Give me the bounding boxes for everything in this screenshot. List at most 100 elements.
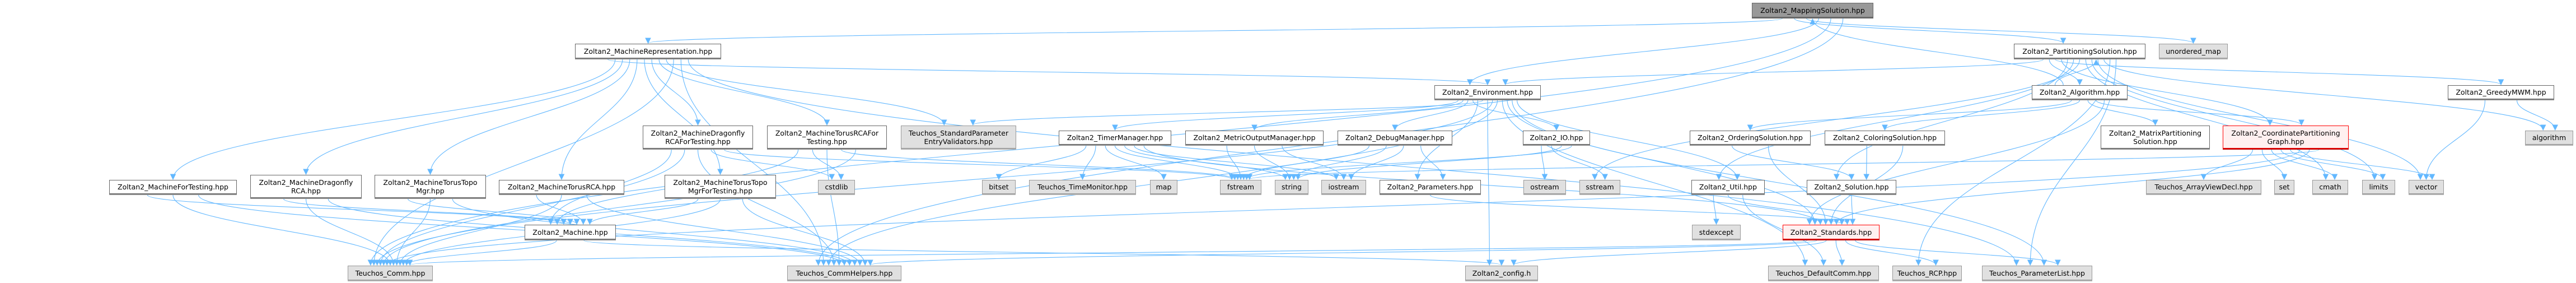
node-zoltan2-machinerepresentation[interactable]: Zoltan2_MachineRepresentation.hpp	[575, 44, 721, 58]
arrowhead-icon	[825, 259, 832, 266]
edge-coordgraph-to-fstream	[1249, 149, 2320, 180]
arrowhead-icon	[2060, 38, 2067, 44]
arrowhead-icon	[838, 174, 844, 180]
arrowhead-icon	[846, 259, 853, 266]
edge-tmgr-to-tcomm	[396, 198, 431, 266]
node-zoltan2-coordinatepartitioninggraph[interactable]: Zoltan2_CoordinatePartitioning Graph.hpp	[2223, 126, 2349, 149]
arrowhead-icon	[1294, 174, 1301, 180]
node-zoltan2-machinetorustopomgr[interactable]: Zoltan2_MachineTorusTopo Mgr.hpp	[375, 175, 486, 198]
edge-greedy-to-algorithm	[2516, 100, 2556, 131]
arrowhead-icon	[1848, 174, 1855, 180]
node-map[interactable]: map	[1150, 180, 1177, 194]
edge-algo-to-colsol	[1884, 100, 2081, 131]
edge-machrep-to-dfrcaft	[651, 59, 699, 126]
node-zoltan2-machinetorusrca[interactable]: Zoltan2_MachineTorusRCA.hpp	[499, 180, 624, 194]
node-teuchos-comm[interactable]: Teuchos_Comm.hpp	[348, 266, 433, 280]
arrowhead-icon	[1079, 174, 1086, 180]
edge-timer-to-standards	[1143, 145, 1821, 225]
node-string[interactable]: string	[1275, 180, 1308, 194]
node-zoltan2-machinefortesting[interactable]: Zoltan2_MachineForTesting.hpp	[109, 180, 237, 194]
arrowhead-icon	[1844, 219, 1850, 225]
edge-env-to-debug	[1394, 100, 1469, 131]
arrowhead-icon	[2027, 259, 2033, 266]
node-zoltan2-solution[interactable]: Zoltan2_Solution.hpp	[1807, 180, 1896, 194]
node-iostream[interactable]: iostream	[1321, 180, 1366, 194]
node-zoltan2-standards[interactable]: Zoltan2_Standards.hpp	[1783, 225, 1880, 239]
node-cstdlib[interactable]: cstdlib	[818, 180, 855, 194]
node-teuchos-parameterlist[interactable]: Teuchos_ParameterList.hpp	[1982, 266, 2092, 280]
arrowhead-icon	[1839, 259, 1845, 266]
edge-machrep-to-dfrca	[305, 59, 623, 175]
edge-timer-to-fstream	[1114, 145, 1238, 180]
arrowhead-icon	[1246, 174, 1253, 180]
node-zoltan2-config[interactable]: Zoltan2_config.h	[1465, 266, 1538, 280]
node-vector[interactable]: vector	[2409, 180, 2444, 194]
edge-machrep-to-stdparam	[666, 59, 945, 126]
node-algorithm[interactable]: algorithm	[2525, 131, 2573, 145]
node-zoltan2-greedymwm[interactable]: Zoltan2_GreedyMWM.hpp	[2448, 85, 2554, 99]
edge-machft-to-commhelpers	[198, 194, 845, 266]
edge-mapsol-to-commhelpers	[818, 18, 1844, 266]
node-zoltan2-orderingsolution[interactable]: Zoltan2_OrderingSolution.hpp	[1690, 131, 1811, 145]
arrowhead-icon	[1291, 174, 1297, 180]
arrowhead-icon	[1414, 174, 1421, 180]
node-zoltan2-machinedragonflyrcafortesting[interactable]: Zoltan2_MachineDragonfly RCAForTesting.h…	[643, 126, 753, 149]
arrowhead-icon	[1822, 219, 1829, 225]
arrowhead-icon	[1251, 124, 1257, 131]
node-zoltan2-machine[interactable]: Zoltan2_Machine.hpp	[525, 225, 616, 239]
node-zoltan2-debugmanager[interactable]: Zoltan2_DebugManager.hpp	[1338, 131, 1452, 145]
node-ostream[interactable]: ostream	[1523, 180, 1566, 194]
node-stdexcept[interactable]: stdexcept	[1692, 225, 1741, 239]
node-fstream[interactable]: fstream	[1220, 180, 1261, 194]
arrowhead-icon	[1439, 174, 1446, 180]
node-limits[interactable]: limits	[2362, 180, 2395, 194]
node-zoltan2-machinetorusrcafortesting[interactable]: Zoltan2_MachineTorusRCAFor Testing.hpp	[767, 126, 887, 149]
arrowhead-icon	[1810, 18, 1816, 25]
node-zoltan2-matrixpartitioningsolution[interactable]: Zoltan2_MatrixPartitioning Solution.hpp	[2101, 126, 2210, 149]
node-zoltan2-parameters[interactable]: Zoltan2_Parameters.hpp	[1380, 180, 1481, 194]
node-zoltan2-mappingsolution[interactable]: Zoltan2_MappingSolution.hpp	[1752, 3, 1873, 17]
arrowhead-icon	[2055, 259, 2061, 266]
edge-coordgraph-to-vector	[2290, 149, 2433, 180]
edge-machrep-to-tmgr	[429, 59, 630, 175]
node-bitset[interactable]: bitset	[982, 180, 1016, 194]
node-zoltan2-coloringsolution[interactable]: Zoltan2_ColoringSolution.hpp	[1825, 131, 1945, 145]
edge-partsol-to-vector	[2097, 59, 2421, 180]
node-zoltan2-util[interactable]: Zoltan2_Util.hpp	[1691, 180, 1765, 194]
arrowhead-icon	[1602, 174, 1608, 180]
edge-partsol-to-util	[1718, 59, 2074, 180]
edge-machrep-to-machft	[172, 59, 616, 180]
node-teuchos-defaultcomm[interactable]: Teuchos_DefaultComm.hpp	[1768, 266, 1879, 280]
node-cmath[interactable]: cmath	[2312, 180, 2348, 194]
node-zoltan2-io[interactable]: Zoltan2_IO.hpp	[1523, 131, 1590, 145]
node-zoltan2-machinetorustopomgrfortesting[interactable]: Zoltan2_MachineTorusTopo MgrForTesting.h…	[665, 175, 776, 198]
node-teuchos-standardparameterentryvalidators[interactable]: Teuchos_StandardParameter EntryValidator…	[901, 126, 1016, 149]
edge-machft-to-tcomm	[172, 194, 391, 266]
edge-tmgr-to-machine	[408, 198, 577, 225]
arrowhead-icon	[1802, 259, 1808, 266]
node-set[interactable]: set	[2274, 180, 2294, 194]
arrowhead-icon	[1486, 259, 1493, 266]
node-teuchos-timemonitor[interactable]: Teuchos_TimeMonitor.hpp	[1029, 180, 1136, 194]
node-zoltan2-partitioningsolution[interactable]: Zoltan2_PartitioningSolution.hpp	[2014, 44, 2145, 58]
arrowhead-icon	[831, 259, 837, 266]
node-teuchos-arrayviewdecl[interactable]: Teuchos_ArrayViewDecl.hpp	[2146, 180, 2261, 194]
arrowhead-icon	[1340, 174, 1347, 180]
edge-algo-to-standards	[1809, 100, 2105, 225]
arrowhead-icon	[1392, 124, 1398, 131]
edge-tmgr-to-commhelpers	[452, 198, 855, 266]
edge-torusrca-to-tcomm	[399, 194, 562, 266]
edge-dfrcaft-to-commhelpers	[697, 149, 834, 266]
node-teuchos-rcp[interactable]: Teuchos_RCP.hpp	[1892, 266, 1962, 280]
arrowhead-icon	[2379, 174, 2386, 180]
node-zoltan2-machinedragonflyrca[interactable]: Zoltan2_MachineDragonfly RCA.hpp	[250, 175, 362, 198]
node-teuchos-commhelpers[interactable]: Teuchos_CommHelpers.hpp	[787, 266, 901, 280]
arrowhead-icon	[829, 174, 835, 180]
node-sstream[interactable]: sstream	[1579, 180, 1620, 194]
node-zoltan2-timermanager[interactable]: Zoltan2_TimerManager.hpp	[1059, 131, 1171, 145]
node-zoltan2-algorithm[interactable]: Zoltan2_Algorithm.hpp	[2032, 85, 2128, 99]
node-zoltan2-metricoutputmanager[interactable]: Zoltan2_MetricOutputManager.hpp	[1185, 131, 1324, 145]
node-unordered-map[interactable]: unordered_map	[2159, 44, 2228, 58]
edge-timer-to-string	[1124, 145, 1286, 180]
node-zoltan2-environment[interactable]: Zoltan2_Environment.hpp	[1434, 85, 1541, 99]
